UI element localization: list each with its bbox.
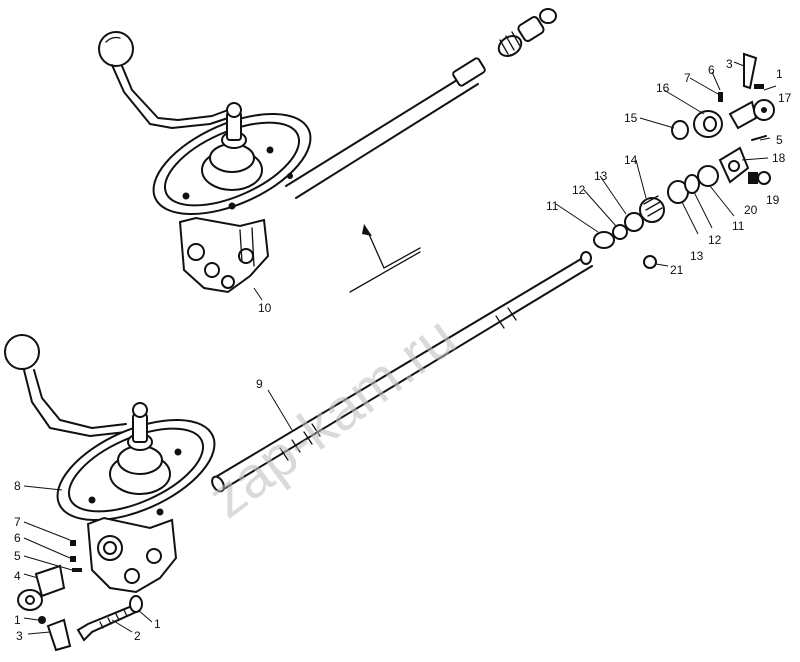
callout-9: 9 [256, 377, 263, 391]
upper-shift-assembly [98, 8, 557, 294]
exploded-view-arrowhead [362, 224, 372, 236]
upper-plate-bolt [266, 146, 274, 154]
callout-15: 15 [624, 111, 638, 125]
callout-8: 8 [14, 479, 21, 493]
pin-6 [718, 92, 723, 102]
pin-6-lower [70, 556, 76, 562]
exploded-view-arrow [367, 231, 421, 269]
upper-plate-bolt [228, 202, 236, 210]
callout-21: 21 [670, 263, 684, 277]
lower-plate-bolt [156, 508, 164, 516]
callout-14: 14 [624, 153, 638, 167]
callout-3: 3 [726, 57, 733, 71]
callout-19: 19 [766, 193, 780, 207]
flange-18 [718, 146, 750, 184]
upper-universal-joint [497, 8, 557, 57]
lower-plate-bolt [88, 496, 96, 504]
callout-6: 6 [708, 63, 715, 77]
callout-17: 17 [778, 91, 792, 105]
upper-shift-rod [285, 71, 479, 199]
exploded-parts-group [211, 52, 775, 493]
plug-15 [671, 120, 689, 140]
upper-shift-lever [111, 64, 229, 129]
callout-12: 12 [572, 183, 586, 197]
nut-19 [757, 171, 771, 185]
lower-shift-assembly [4, 334, 216, 652]
callout-10: 10 [258, 301, 272, 315]
callout-13: 13 [690, 249, 704, 263]
shaft-end [211, 475, 225, 493]
bushing-13-left [624, 212, 644, 232]
shaft-splines [279, 307, 517, 461]
callout-labels: 1 1 1 2 3 3 4 5 5 6 6 7 7 8 9 10 11 11 1… [14, 57, 792, 643]
bolt-3 [743, 52, 758, 90]
housing-16 [693, 110, 723, 138]
callout-4: 4 [14, 569, 21, 583]
upper-housing-port [187, 243, 205, 261]
callout-12: 12 [708, 233, 722, 247]
callout-1: 1 [154, 617, 161, 631]
lower-lever-knob [4, 334, 40, 370]
callout-5: 5 [14, 549, 21, 563]
flange-hole [728, 160, 740, 172]
upper-plate-bolt [287, 173, 293, 179]
lower-lever-nut [132, 402, 148, 418]
callout-11: 11 [546, 199, 559, 213]
callout-1: 1 [776, 67, 783, 81]
lower-housing-port [146, 548, 162, 564]
bolt-20 [748, 172, 758, 184]
watermark-text: zap-kam.ru [197, 304, 468, 530]
joint-17 [728, 99, 775, 130]
washer-11-left [593, 231, 615, 249]
upper-rod-coupling [452, 57, 486, 87]
bolt-3-lower [46, 618, 72, 652]
exploded-view-bracket [349, 251, 421, 293]
ring-12-left [612, 224, 628, 240]
callout-16: 16 [656, 81, 670, 95]
callout-13: 13 [594, 169, 608, 183]
upper-gearbox-housing [178, 216, 270, 294]
lower-boot-stem [132, 413, 148, 443]
callout-1: 1 [14, 613, 21, 627]
lower-housing-port [97, 535, 123, 561]
housing-16-inner [703, 116, 717, 132]
bolt-2 [76, 604, 138, 642]
callout-6: 6 [14, 531, 21, 545]
lower-plate-bolt [174, 448, 182, 456]
spring-14 [639, 195, 665, 223]
leader-lines [23, 61, 777, 635]
upper-housing-port [204, 262, 220, 278]
callout-11: 11 [732, 219, 745, 233]
lower-cover-plate-inner [67, 427, 205, 513]
washer-1-lower-right [129, 595, 143, 613]
joint-4-lower [17, 564, 66, 611]
pin-5 [751, 135, 767, 141]
bolt-2-thread [99, 609, 128, 629]
washer-1 [754, 84, 764, 89]
callout-7: 7 [684, 71, 691, 85]
upper-cover-plate-inner [163, 121, 301, 207]
lower-housing-port [103, 541, 117, 555]
lower-shift-lever [23, 369, 127, 437]
upper-housing-port [221, 275, 235, 289]
pin-5-lower [72, 568, 82, 572]
callout-20: 20 [744, 203, 758, 217]
nut-21 [643, 255, 657, 269]
pin-7-lower [70, 540, 76, 546]
ring-12-right [684, 174, 700, 194]
callout-3: 3 [16, 629, 23, 643]
upper-housing-detail [239, 227, 255, 267]
upper-plate-bolt [182, 192, 190, 200]
callout-5: 5 [776, 133, 783, 147]
lower-housing-port [124, 568, 140, 584]
callout-7: 7 [14, 515, 21, 529]
upper-lever-highlight [105, 36, 121, 43]
callout-18: 18 [772, 151, 786, 165]
upper-lever-nut [226, 102, 242, 118]
washer-11-right [697, 165, 719, 187]
washer-1-lower-left [38, 616, 46, 624]
callout-2: 2 [134, 629, 141, 643]
shaft-tip [580, 251, 592, 265]
